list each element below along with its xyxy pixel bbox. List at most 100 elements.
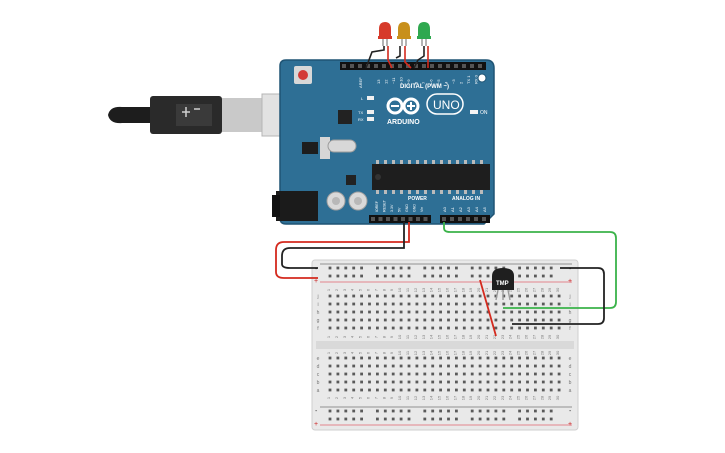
- power-pin-label: 3.3V: [390, 204, 394, 212]
- breadboard[interactable]: - + - + - + - + 111122223333444455556666…: [311, 259, 579, 431]
- power-pin-header[interactable]: [369, 215, 431, 223]
- wire-led-black-2[interactable]: [395, 46, 401, 59]
- power-pin-hole[interactable]: [423, 217, 428, 221]
- wire-led-black[interactable]: [365, 46, 385, 69]
- reset-button[interactable]: [294, 66, 312, 84]
- column-number: 20: [476, 287, 481, 292]
- digital-pin-hole[interactable]: [454, 64, 458, 68]
- power-pin-hole[interactable]: [416, 217, 420, 221]
- column-number: 21: [484, 334, 489, 339]
- column-number: 17: [452, 350, 457, 355]
- digital-pin-hole[interactable]: [430, 64, 434, 68]
- column-number: 18: [460, 395, 465, 400]
- wire-sensor-gnd[interactable]: [512, 267, 605, 325]
- digital-pin-hole[interactable]: [438, 64, 442, 68]
- column-number: 28: [539, 334, 544, 339]
- digital-pin-hole[interactable]: [350, 64, 354, 68]
- digital-pin-label: 4: [444, 81, 449, 84]
- column-number: 23: [500, 350, 505, 355]
- power-pin-hole[interactable]: [371, 217, 375, 221]
- digital-pin-header[interactable]: [340, 62, 486, 70]
- power-pin-label: 5V: [398, 207, 402, 212]
- crystal: [327, 139, 357, 153]
- power-pin-hole[interactable]: [386, 217, 390, 221]
- digital-pin-hole[interactable]: [358, 64, 362, 68]
- analog-pin-hole[interactable]: [474, 217, 478, 221]
- digital-pin-hole[interactable]: [478, 64, 482, 68]
- tmp-sensor[interactable]: TMP: [492, 268, 514, 301]
- analog-pin-hole[interactable]: [466, 217, 470, 221]
- dc-power-jack[interactable]: [272, 191, 318, 221]
- column-number: 14: [429, 287, 434, 292]
- column-number: 11: [405, 287, 410, 292]
- digital-pin-hole[interactable]: [374, 64, 378, 68]
- digital-pin-hole[interactable]: [366, 64, 370, 68]
- column-number: 12: [413, 395, 418, 400]
- column-number: 13: [421, 395, 426, 400]
- column-number: 5: [358, 396, 363, 399]
- column-number: 6: [366, 335, 371, 338]
- analog-pin-hole[interactable]: [442, 217, 446, 221]
- column-number: 27: [531, 334, 536, 339]
- wire-led-amber[interactable]: [404, 46, 412, 69]
- analog-pin-hole[interactable]: [458, 217, 462, 221]
- wire-led-red[interactable]: [387, 46, 393, 69]
- digital-pin-hole[interactable]: [422, 64, 426, 68]
- digital-pin-hole[interactable]: [462, 64, 466, 68]
- power-pin-hole[interactable]: [378, 217, 383, 221]
- column-number: 6: [366, 351, 371, 354]
- column-number: 16: [445, 350, 450, 355]
- wires[interactable]: [275, 46, 617, 337]
- analog-pin-hole[interactable]: [450, 217, 454, 221]
- wire-led-black-3[interactable]: [413, 46, 425, 69]
- rail-minus-top: -: [315, 266, 318, 273]
- column-number: 2: [334, 351, 339, 354]
- power-pin-hole[interactable]: [393, 217, 398, 221]
- column-number: 6: [366, 396, 371, 399]
- digital-pin-hole[interactable]: [398, 64, 402, 68]
- digital-pin-hole[interactable]: [446, 64, 450, 68]
- wire-sensor-vcc[interactable]: [479, 279, 497, 337]
- power-pin-hole[interactable]: [401, 217, 405, 221]
- sensor-label: TMP: [496, 281, 509, 287]
- digital-pin-hole[interactable]: [470, 64, 474, 68]
- analog-pin-hole[interactable]: [482, 217, 486, 221]
- digital-pin-hole[interactable]: [342, 64, 346, 68]
- column-number: 20: [476, 334, 481, 339]
- column-number: 19: [468, 334, 473, 339]
- digital-pin-hole[interactable]: [390, 64, 394, 68]
- led-amber[interactable]: [397, 22, 411, 46]
- power-header-label: POWER: [408, 196, 427, 202]
- digital-pin-hole[interactable]: [414, 64, 418, 68]
- breadboard-holes[interactable]: [328, 266, 561, 421]
- wire-a0[interactable]: [443, 222, 617, 309]
- column-number: 3: [342, 351, 347, 354]
- led-green[interactable]: [417, 22, 431, 46]
- column-number: 5: [358, 335, 363, 338]
- column-number: 1: [326, 335, 331, 338]
- column-number: 1: [326, 351, 331, 354]
- column-number: 24: [508, 334, 513, 339]
- column-number: 23: [500, 395, 505, 400]
- wire-gnd[interactable]: [281, 222, 405, 269]
- column-number: 11: [405, 350, 410, 355]
- row-letter: d: [317, 364, 320, 370]
- power-pin-hole[interactable]: [408, 217, 413, 221]
- wire-5v[interactable]: [275, 222, 410, 279]
- analog-pin-header[interactable]: [440, 215, 490, 223]
- column-number: 18: [460, 287, 465, 292]
- column-number: 15: [437, 287, 442, 292]
- analog-pin-label: A3: [466, 206, 471, 212]
- column-number: 22: [492, 334, 497, 339]
- power-pin-label: IOREF: [375, 200, 379, 212]
- led-red[interactable]: [378, 22, 392, 46]
- digital-pin-label: ~5: [436, 79, 441, 84]
- column-number: 19: [468, 350, 473, 355]
- column-number: 25: [516, 287, 521, 292]
- row-letter: e: [317, 356, 320, 362]
- digital-pin-hole[interactable]: [382, 64, 386, 68]
- column-number: 30: [555, 334, 560, 339]
